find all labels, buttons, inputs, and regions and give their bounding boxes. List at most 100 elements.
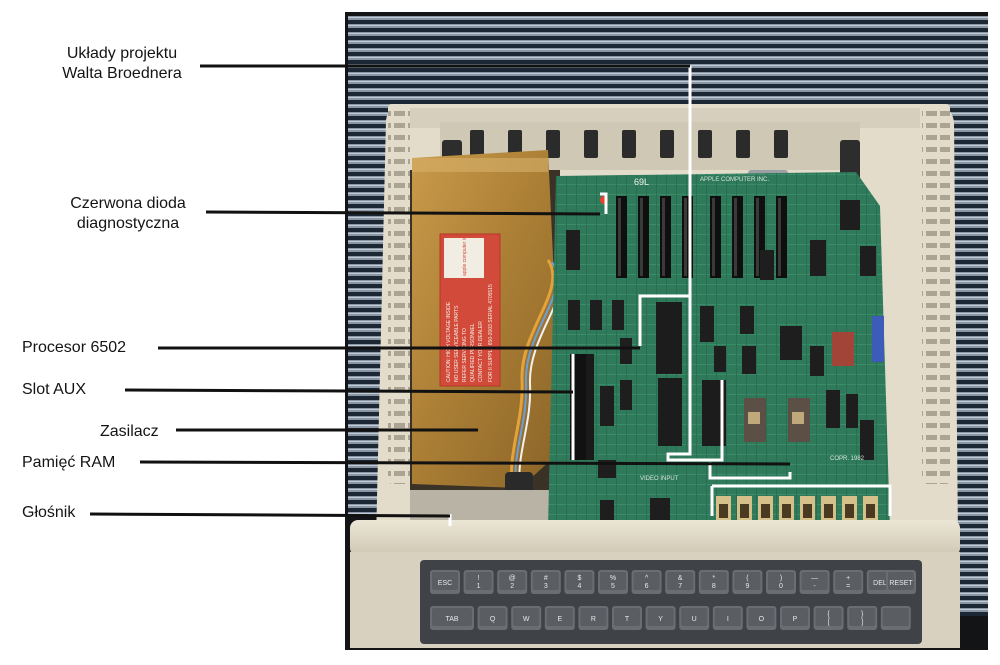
key-reset: RESET (886, 570, 916, 594)
keycap-top (647, 608, 674, 626)
key-row2: P (780, 606, 810, 630)
resistor-pack (832, 332, 854, 366)
psu-label-warning-4: QUALIFIED PERSONNEL (470, 323, 476, 382)
ic-chip (846, 394, 858, 428)
ram-chip-die (761, 504, 770, 518)
back-opening (698, 130, 712, 158)
back-openings (470, 130, 788, 158)
back-opening (622, 130, 636, 158)
keycap-top (499, 572, 526, 590)
keycap-top (614, 608, 640, 626)
key-row1: &7 (665, 570, 696, 594)
ic-chip (600, 386, 614, 426)
ic-chip (620, 380, 632, 410)
key-legend: I (727, 616, 729, 623)
key-legend: T (625, 616, 630, 623)
key-legend: RESET (889, 580, 913, 587)
label-diagnostic-led: Czerwona dioda diagnostyczna (48, 194, 208, 234)
key-row1: += (833, 570, 864, 594)
key-legend: [ (828, 619, 830, 626)
expansion-slot-contacts (684, 198, 687, 276)
key-row2: U (679, 606, 710, 630)
key-legend: 8 (712, 583, 716, 590)
key-legend: R (591, 616, 596, 623)
expansion-slot (710, 196, 721, 278)
key-legend: — (811, 575, 818, 582)
keycap-top (681, 608, 708, 626)
psu-label-warning-5: CONTACT YOUR DEALER (478, 321, 484, 382)
key-row1: $4 (564, 570, 595, 594)
back-opening (660, 130, 674, 158)
keycap-top (465, 572, 492, 590)
label-speaker: Głośnik (22, 504, 76, 521)
key-row2: R (578, 606, 609, 630)
keycap-top (600, 572, 626, 590)
ic-chip (860, 420, 874, 460)
key-row2: T (612, 606, 642, 630)
ram-chips (716, 496, 878, 526)
ram-chip-die (740, 504, 749, 518)
key-row2: I (712, 606, 743, 630)
key-row1: #3 (530, 570, 561, 594)
keycap-top (580, 608, 607, 626)
expansion-slot-contacts (756, 198, 759, 276)
mount-right (840, 140, 860, 180)
key-legend: W (523, 616, 530, 623)
label-led-line-1: Czerwona dioda (70, 195, 186, 212)
ram-chip-die (803, 504, 812, 518)
key-legend: Q (490, 616, 496, 623)
keycap-top (667, 572, 694, 590)
key-row2: {[ (813, 606, 844, 630)
blue-cable (872, 316, 884, 362)
ic-chip (780, 326, 802, 360)
keycap-top (835, 572, 862, 590)
case-front-lip (350, 520, 960, 556)
back-opening (774, 130, 788, 158)
back-opening (546, 130, 560, 158)
expansion-slot (776, 196, 787, 278)
key-legend: & (678, 575, 683, 582)
key-legend: 3 (544, 583, 548, 590)
keycap-top (815, 608, 842, 626)
psu-label-brand: apple computer inc. (462, 232, 468, 276)
key-row1: !1 (463, 570, 494, 594)
back-opening (470, 130, 484, 158)
label-walt-line-2: Walta Broednera (62, 65, 182, 82)
keycap-top (700, 572, 727, 590)
label-power-supply: Zasilacz (100, 423, 159, 440)
key-legend: - (813, 583, 816, 590)
key-row1: ^6 (631, 570, 662, 594)
psu-label-warning-3: REFER SERVICING TO (462, 328, 468, 382)
case-vent-right (922, 104, 950, 484)
key-row1: @2 (497, 570, 528, 594)
board-mark-video: VIDEO INPUT (640, 476, 679, 482)
key-legend: P (793, 616, 798, 623)
leader-lines (89, 64, 791, 518)
key-legend: ] (861, 619, 863, 626)
key-legend: + (846, 575, 850, 582)
expansion-slot-contacts (734, 198, 737, 276)
key-legend: U (692, 616, 697, 623)
keycap-top (768, 572, 794, 590)
keycap-top (546, 608, 573, 626)
key-legend: 7 (678, 583, 682, 590)
key-legend: ! (478, 575, 480, 582)
key-legend: 9 (745, 583, 749, 590)
ic-chip (760, 250, 774, 280)
key-legend: O (759, 616, 765, 623)
key-legend: = (846, 583, 850, 590)
key-row1: %5 (598, 570, 628, 594)
keycap-top (782, 608, 808, 626)
key-legend: 5 (611, 583, 615, 590)
key-legend: ESC (438, 580, 452, 587)
expansion-slot (732, 196, 743, 278)
psu-label: CAUTION: HIGH VOLTAGE INSIDE NO USER SER… (439, 232, 501, 387)
psu-label-warning-1: CAUTION: HIGH VOLTAGE INSIDE (446, 301, 452, 382)
label-ram: Pamięć RAM (22, 454, 116, 471)
keycap-top (748, 608, 775, 626)
key-row1: (9 (732, 570, 763, 594)
board-mark-apple: APPLE COMPUTER INC. (700, 177, 769, 183)
expansion-slot (754, 196, 765, 278)
keycap-top (633, 572, 660, 590)
